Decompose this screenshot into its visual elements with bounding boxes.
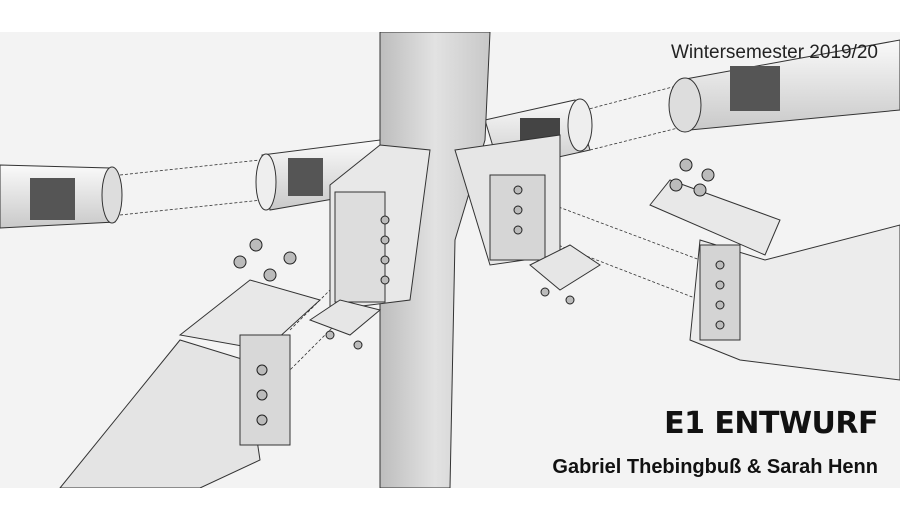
steel-joint-render <box>0 32 900 488</box>
authors-label: Gabriel Thebingbuß & Sarah Henn <box>552 456 878 478</box>
semester-label: Wintersemester 2019/20 <box>671 42 878 63</box>
slide-title: E1 ENTWURF <box>664 406 878 441</box>
